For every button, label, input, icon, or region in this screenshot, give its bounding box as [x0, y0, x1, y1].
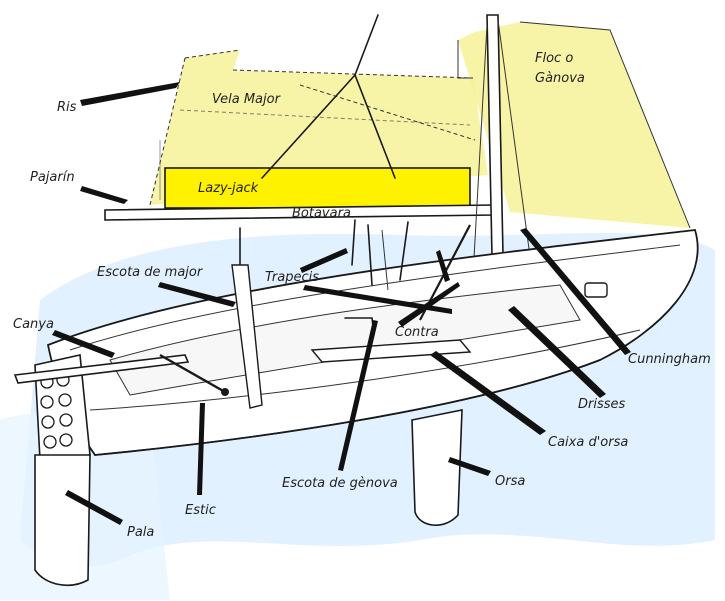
label-floc-o: Floc o	[535, 51, 573, 66]
label-drisses: Drisses	[578, 397, 626, 412]
centreboard	[411, 409, 463, 526]
escota-de-major-pointer	[158, 282, 236, 307]
caixa-dorsa-pointer	[430, 351, 546, 435]
label-vela-major: Vela Major	[212, 92, 282, 107]
trapecis-pointer-a	[300, 248, 348, 273]
label-caixa-dorsa: Caixa d'orsa	[548, 435, 628, 450]
label-lazy-jack: Lazy-jack	[198, 181, 259, 196]
label-cunningham: Cunningham	[628, 352, 711, 367]
label-botavara: Botavara	[292, 206, 351, 221]
lazy-jack-lines	[261, 14, 396, 179]
drisses-pointer	[508, 306, 606, 398]
transom	[34, 354, 91, 461]
lazy-jack-bag	[164, 167, 471, 209]
label-pala: Pala	[127, 525, 154, 540]
pointers	[52, 82, 631, 525]
tiller-extension-knob	[221, 388, 229, 396]
rudder-blade	[34, 454, 91, 586]
jib-sail	[457, 21, 691, 229]
tiller-extension	[159, 353, 226, 394]
orsa-pointer	[448, 457, 491, 476]
label-contra: Contra	[395, 325, 439, 340]
cunningham-pointer	[520, 228, 631, 355]
escota-de-genova-pointer	[338, 320, 378, 471]
trapecis-pointer-b	[303, 285, 452, 314]
estic-pointer	[197, 403, 205, 495]
label-escota-de-major: Escota de major	[97, 265, 204, 280]
pajarin-pointer	[80, 186, 128, 204]
label-ganova: Gànova	[535, 71, 585, 86]
label-pajarin: Pajarín	[30, 170, 75, 185]
pala-pointer	[65, 490, 123, 525]
mainsheet	[231, 227, 263, 409]
label-canya: Canya	[13, 317, 54, 332]
main-sail	[149, 49, 488, 206]
label-ris: Ris	[57, 100, 77, 115]
contra-pointer-a	[398, 282, 460, 327]
label-escota-de-genova: Escota de gènova	[282, 476, 398, 491]
label-trapecis: Trapecis	[265, 270, 319, 285]
label-orsa: Orsa	[495, 474, 525, 489]
label-estic: Estic	[185, 503, 216, 518]
canya-pointer	[52, 330, 115, 358]
ris-pointer	[80, 82, 180, 106]
trapeze-wires	[351, 219, 409, 291]
contra-pointer-b	[436, 250, 450, 282]
tiller	[13, 354, 190, 384]
